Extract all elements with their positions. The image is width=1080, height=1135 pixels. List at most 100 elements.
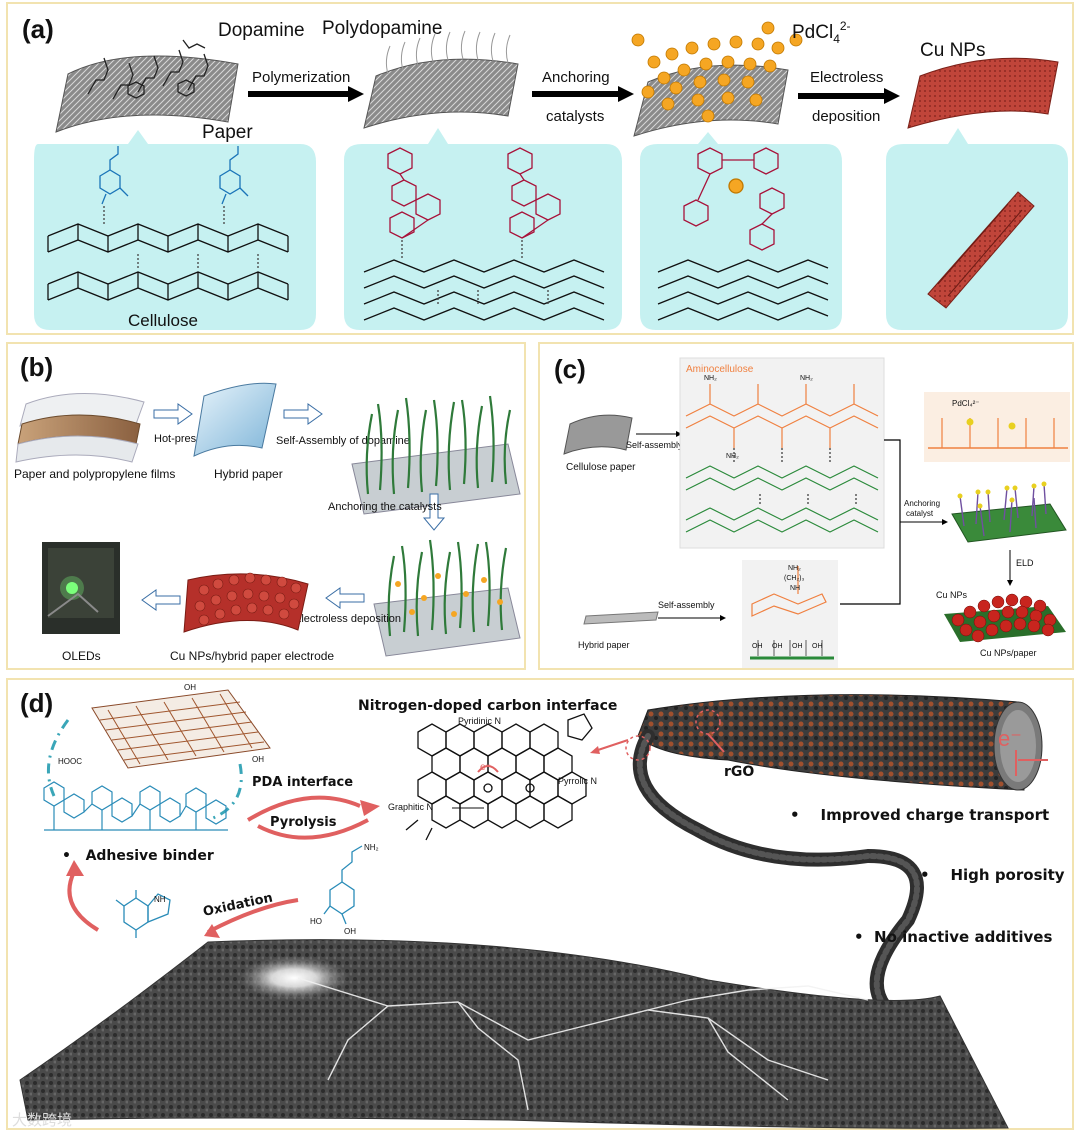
oh-unit-label-2: OH xyxy=(772,643,783,650)
panel-b-figure: (b) Paper and polypropylene films Hot-pr… xyxy=(14,352,521,663)
zoom-circle-1 xyxy=(625,735,651,761)
hybrid-paper-sheet xyxy=(193,382,277,457)
catalyst-anchored-structure xyxy=(657,147,829,321)
anchoring-label: Anchoring xyxy=(904,499,940,508)
cellulose-dopamine-structure xyxy=(47,146,289,301)
arrow-label-anchoring: Anchoring xyxy=(542,69,610,86)
oxidation-arc-left xyxy=(67,871,100,932)
lightning-discharge xyxy=(297,977,869,1111)
polydopamine-cellulose-structure xyxy=(363,147,605,321)
nh2-label-1: NH₂ xyxy=(704,375,717,382)
caption-hybrid-paper: Hybrid paper xyxy=(214,467,283,481)
hybrid-paper-label-c: Hybrid paper xyxy=(578,640,630,650)
n-doped-carbon-structure xyxy=(405,713,593,841)
cellulose-label: Cellulose xyxy=(128,311,198,330)
bullet-high-porosity: • High porosity xyxy=(920,866,1065,884)
arrow-polymerization-head xyxy=(348,86,364,102)
dopamine-assembled-sheet xyxy=(351,395,521,515)
panel-c-label: (c) xyxy=(554,354,586,384)
oh-unit-label-3: OH xyxy=(792,643,803,650)
cellulose-paper-label: Cellulose paper xyxy=(566,462,636,473)
hooc-label: HOOC xyxy=(58,757,82,766)
aminocellulose-chains xyxy=(685,384,879,533)
step-self-assembly: Self-Assembly of dopamine xyxy=(276,435,410,447)
dopamine-molecules xyxy=(87,39,209,100)
nh2-unit-label: NH₂ xyxy=(788,565,801,572)
nh-unit-label: NH xyxy=(790,585,800,592)
graphitic-n-label: Graphitic N xyxy=(388,802,433,812)
arrow-electroless-left xyxy=(325,587,365,609)
nh-indole-label: NH xyxy=(154,895,166,904)
caption-cu-electrode: Cu NPs/hybrid paper electrode xyxy=(170,649,334,663)
hybrid-paper-sheet-c xyxy=(583,611,659,625)
arrow-to-oleds xyxy=(141,589,181,611)
arrow-electroless-head xyxy=(884,88,900,104)
pdcl-inset xyxy=(924,392,1070,462)
electron-path xyxy=(477,765,499,773)
graphene-oxide-sheet xyxy=(91,689,271,769)
self-assembly-label-2: Self-assembly xyxy=(658,600,715,610)
pyrolysis-arc-bottom xyxy=(257,818,369,840)
oh-side-label: OH xyxy=(252,755,264,764)
oxidation-arrow-head-left xyxy=(66,860,84,876)
rgo-pointer xyxy=(707,733,725,753)
stage-cu-nps: Cu NPs xyxy=(920,40,985,61)
electron-label-small: e⁻ xyxy=(480,762,491,773)
paper-sheet-polydopamine xyxy=(363,58,519,129)
arrow-anchoring-catalyst-head xyxy=(942,519,948,525)
panel-a-figure: (a) Dopamine Paper Polymerization Polydo… xyxy=(22,14,1068,330)
cu-coated-paper xyxy=(907,57,1059,129)
ch2-unit-label: (CH₂)₃ xyxy=(784,575,804,582)
zoom-bubbles xyxy=(34,128,1068,330)
oh-unit-label-1: OH xyxy=(752,643,763,650)
self-assembly-label-1: Self-assembly xyxy=(626,440,683,450)
dopaminequinone-molecule xyxy=(115,890,171,938)
zoom-arrow-head xyxy=(590,746,600,754)
catalyst-label: catalyst xyxy=(906,509,934,518)
pyrrolic-n-label: Pyrrolic N xyxy=(558,776,597,786)
panel-c-figure: (c) Cellulose paper Self-assembly Aminoc… xyxy=(554,354,1070,668)
pda-interface-label: PDA interface xyxy=(252,775,353,790)
arrow-label-electroless: Electroless xyxy=(810,69,883,86)
arrow-anchoring-head xyxy=(618,86,634,102)
catalyst-assembled-sheet xyxy=(373,539,521,657)
panel-b: (b) Paper and polypropylene films Hot-pr… xyxy=(6,342,526,670)
paper-pp-films xyxy=(15,393,145,463)
stage-polydopamine: Polydopamine xyxy=(322,18,442,39)
oh-dopamine-label: OH xyxy=(344,927,356,936)
panel-a-label: (a) xyxy=(22,14,54,44)
nh2-label-2: NH₂ xyxy=(800,375,813,382)
panel-d-label: (d) xyxy=(20,688,53,718)
panel-b-label: (b) xyxy=(20,352,53,382)
arrow-self-assembly-bottom-head xyxy=(720,615,726,621)
cu-nps-electrode xyxy=(183,572,309,633)
aminocellulose-label: Aminocellulose xyxy=(686,364,754,375)
binding-ring xyxy=(47,719,243,822)
pyridinic-n-label: Pyridinic N xyxy=(458,716,501,726)
panel-d-figure: (d) Nitrogen-doped carbon interface HOOC… xyxy=(12,683,1065,1129)
arrow-label-polymerization: Polymerization xyxy=(252,69,350,86)
caption-paper-pp: Paper and polypropylene films xyxy=(14,467,175,481)
aminocellulose-unit xyxy=(742,560,838,668)
cellulose-paper-sheet xyxy=(563,414,633,455)
cu-fiber-rod xyxy=(927,191,1035,309)
dopamine-molecule xyxy=(323,845,363,925)
ho-dopamine-label: HO xyxy=(310,917,322,926)
oled-photo xyxy=(42,542,120,634)
cu-nps-paper xyxy=(944,593,1066,643)
oxidation-arc-right xyxy=(207,898,299,934)
pyrolysis-arrow-head xyxy=(360,800,380,816)
panel-a: (a) Dopamine Paper Polymerization Polydo… xyxy=(6,2,1074,335)
arrow-self-assembly xyxy=(283,403,323,425)
pda-polymer-network xyxy=(43,781,228,831)
pd-catalyst-spheres xyxy=(631,21,803,123)
oh-unit-label-4: OH xyxy=(812,643,823,650)
adhesive-binder-label: • Adhesive binder xyxy=(62,848,214,864)
pdcl-label: PdCl42- xyxy=(792,19,851,46)
cu-nps-label: Cu NPs xyxy=(936,590,968,600)
electron-label: e⁻ xyxy=(998,726,1022,751)
pdcl-inset-label: PdCl₄²⁻ xyxy=(952,399,980,408)
arrow-eld-head xyxy=(1007,580,1013,586)
bullet-charge-transport: • Improved charge transport xyxy=(790,806,1049,824)
cu-nps-paper-label: Cu NPs/paper xyxy=(980,648,1037,658)
